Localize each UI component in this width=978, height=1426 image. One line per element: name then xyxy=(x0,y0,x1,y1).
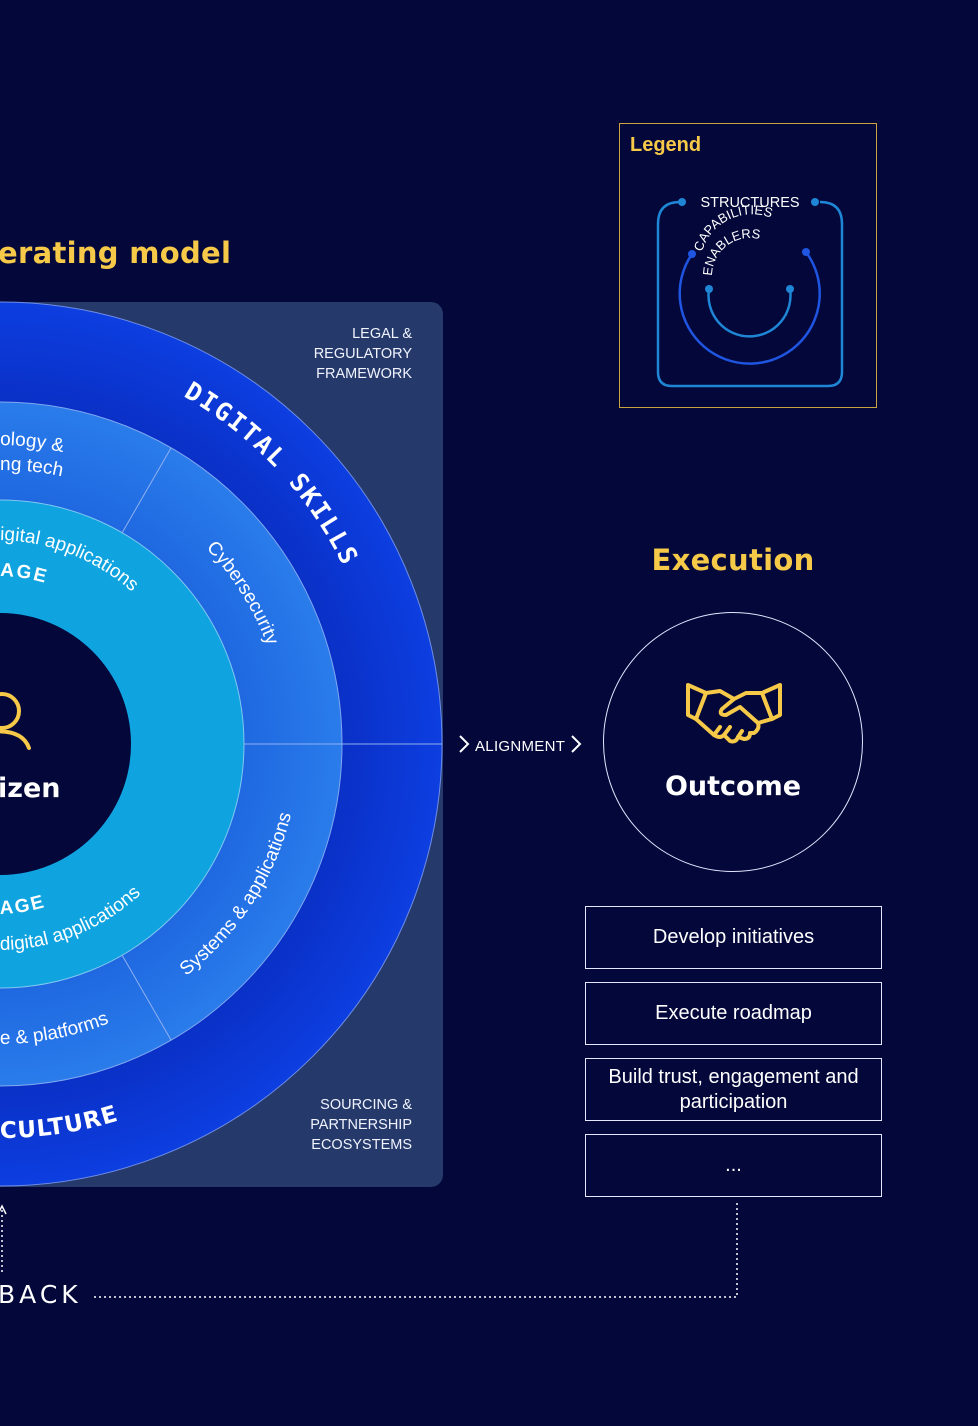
sourcing-line-1: SOURCING & xyxy=(320,1097,412,1113)
chevron-right-icon xyxy=(570,735,582,757)
legend-structures-label: STRUCTURES xyxy=(700,195,799,211)
sourcing-line-2: PARTNERSHIP xyxy=(310,1117,412,1133)
citizen-icon xyxy=(0,692,31,750)
upper-divider xyxy=(121,447,172,534)
action-box: Develop initiatives xyxy=(585,906,882,969)
chevron-right-icon xyxy=(458,735,470,757)
legal-line-2: REGULATORY xyxy=(313,346,412,362)
sourcing-line-3: ECOSYSTEMS xyxy=(311,1137,412,1153)
legend-diagram: STRUCTURES CAPABILITIES ENABLERS xyxy=(656,195,844,388)
legal-line-3: FRAMEWORK xyxy=(316,366,412,382)
execution-title: Execution xyxy=(651,543,815,577)
outcome-circle: Outcome xyxy=(603,612,863,872)
legend-title: Legend xyxy=(630,134,702,156)
alignment-connector: ALIGNMENT xyxy=(458,734,582,758)
outcome-label: Outcome xyxy=(664,771,802,802)
action-box: Build trust, engagement and participatio… xyxy=(585,1058,882,1121)
capabilities-arc xyxy=(678,251,821,365)
action-box: Execute roadmap xyxy=(585,982,882,1045)
sourcing-ecosystems-label: SOURCING & PARTNERSHIP ECOSYSTEMS xyxy=(232,1095,412,1155)
operating-model-rings: DIGITAL SKILLS CULTURE Cybersecurity Sys… xyxy=(0,301,443,1187)
structures-frame xyxy=(656,200,844,388)
lower-divider xyxy=(121,954,172,1041)
operating-model-title: erating model xyxy=(0,236,232,270)
action-box: ... xyxy=(585,1134,882,1197)
handshake-icon xyxy=(686,683,782,744)
enablers-arc xyxy=(707,288,792,338)
feedback-label: BACK xyxy=(0,1280,82,1309)
core-circle xyxy=(0,613,131,875)
legal-framework-label: LEGAL & REGULATORY FRAMEWORK xyxy=(232,324,412,384)
legal-line-1: LEGAL & xyxy=(352,326,412,342)
alignment-label: ALIGNMENT xyxy=(475,737,566,755)
legend-box: Legend STRUCTURES CAPABILITIES ENABLERS xyxy=(619,123,877,408)
citizen-label: izen xyxy=(0,773,61,804)
